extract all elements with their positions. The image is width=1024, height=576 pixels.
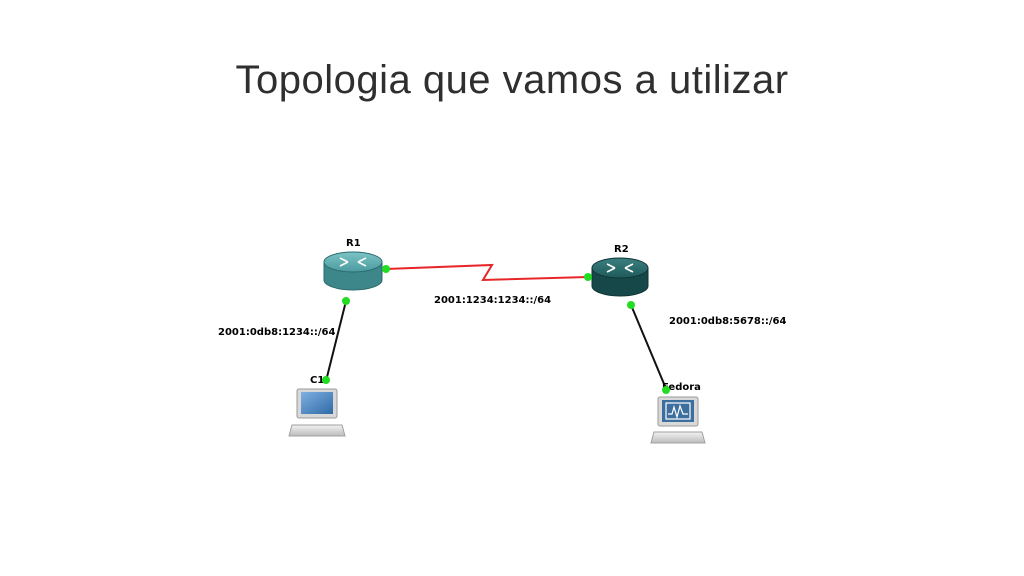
keyboard-icon xyxy=(288,424,346,437)
port-r1-serial xyxy=(382,265,390,273)
pc-c1[interactable] xyxy=(288,388,346,437)
slide-title: Topologia que vamos a utilizar xyxy=(235,58,789,102)
router-arrows-icon xyxy=(339,257,367,267)
port-indicators xyxy=(322,265,670,394)
link-r1-r2 xyxy=(385,263,589,282)
activity-graph-icon xyxy=(668,404,688,420)
port-c1-eth xyxy=(322,376,330,384)
router-r2-label: R2 xyxy=(614,244,629,255)
keyboard-icon xyxy=(650,431,706,444)
router-arrows-icon xyxy=(606,263,634,273)
screen-icon xyxy=(662,400,694,422)
link-r1-c1-label: 2001:0db8:1234::/64 xyxy=(218,327,336,338)
screen-icon xyxy=(301,392,333,414)
pc-fedora[interactable] xyxy=(650,396,706,444)
link-r1-c1 xyxy=(325,300,347,382)
port-r2-eth xyxy=(627,301,635,309)
pc-fedora-label: Fedora xyxy=(662,382,701,393)
port-fedora-eth xyxy=(662,386,670,394)
link-r1-r2-label: 2001:1234:1234::/64 xyxy=(434,295,551,306)
pc-c1-label: C1 xyxy=(310,375,324,386)
router-r2[interactable] xyxy=(591,257,649,297)
port-r2-serial xyxy=(584,273,592,281)
link-r2-fedora-label: 2001:0db8:5678::/64 xyxy=(669,316,787,327)
link-r2-fedora xyxy=(630,304,668,392)
port-r1-eth xyxy=(342,297,350,305)
router-r1[interactable] xyxy=(323,251,383,291)
router-r1-label: R1 xyxy=(346,238,361,249)
